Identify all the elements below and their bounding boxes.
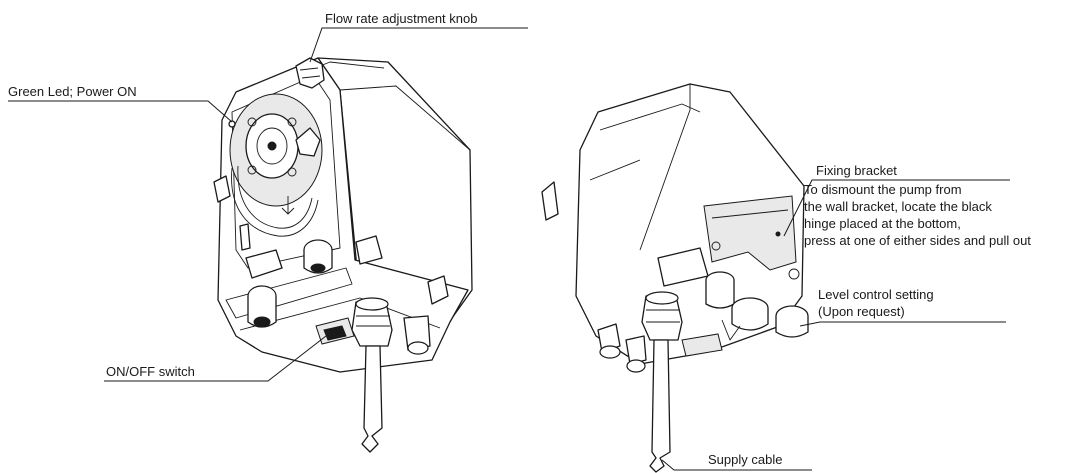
label-supply-cable: Supply cable [708, 452, 783, 467]
label-level-control-line-1: Level control setting [818, 287, 934, 302]
pump-rear-view [541, 83, 809, 473]
label-level-control-line-2: (Upon request) [818, 304, 905, 319]
green-led [228, 120, 236, 128]
pump-front-view [213, 57, 473, 453]
front-bottom-connectors [245, 235, 449, 328]
level-control-plug [597, 323, 621, 353]
pump-rear-housing [575, 83, 805, 365]
leader-on-off [104, 335, 327, 382]
label-dismount-line-4: press at one of either sides and pull ou… [804, 233, 1031, 248]
label-on-off-switch: ON/OFF switch [106, 364, 195, 379]
label-green-led: Green Led; Power ON [8, 84, 137, 99]
rear-supply-cable [649, 339, 671, 473]
label-dismount-line-3: hinge placed at the bottom, [804, 216, 961, 231]
label-flow-rate-knob: Flow rate adjustment knob [325, 11, 478, 26]
rotor-hub [267, 141, 277, 151]
leader-fixing-bracket [783, 179, 1010, 237]
leader-green-led [8, 100, 233, 123]
label-dismount-line-2: the wall bracket, locate the black [804, 199, 992, 214]
leader-level-control [799, 321, 1006, 327]
label-fixing-bracket: Fixing bracket [816, 163, 897, 178]
label-dismount-line-1: To dismount the pump from [804, 182, 962, 197]
leader-flow-rate [309, 27, 528, 63]
leader-lines [8, 27, 1010, 471]
front-supply-cable [361, 345, 383, 453]
rear-connectors [657, 247, 809, 341]
flow-rate-knob [295, 57, 325, 89]
leader-supply-cable [661, 459, 812, 471]
fixing-bracket [703, 195, 797, 271]
